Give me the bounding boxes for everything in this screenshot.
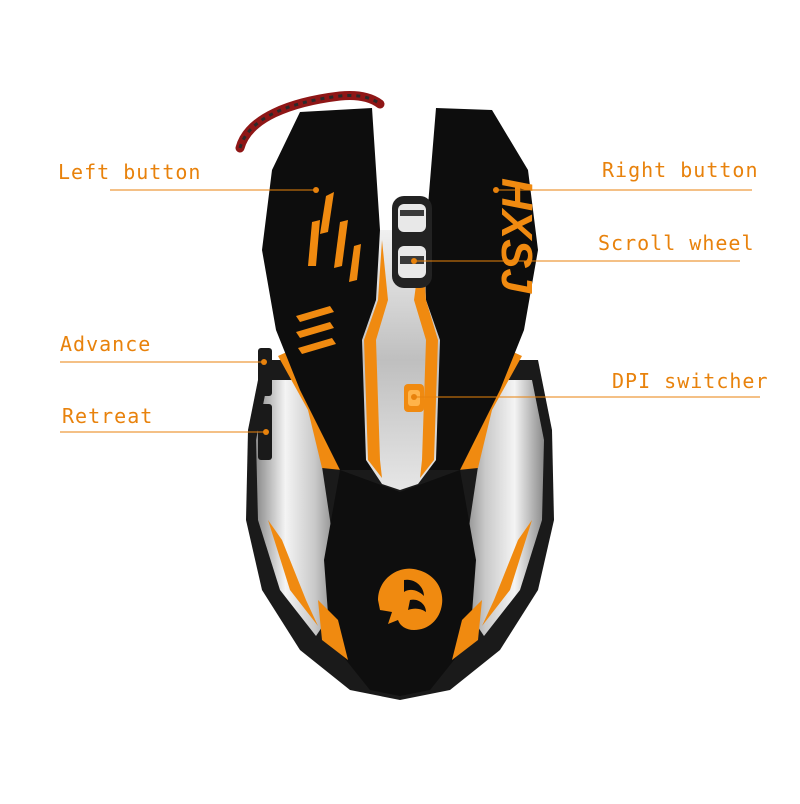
right-button bbox=[412, 108, 538, 470]
claw-marks-decoration bbox=[308, 192, 361, 282]
label-retreat: Retreat bbox=[62, 404, 154, 428]
label-advance: Advance bbox=[60, 332, 152, 356]
callout-lines bbox=[60, 189, 760, 433]
brand-logo-text: HXSJ bbox=[492, 178, 541, 294]
advance-side-button bbox=[258, 348, 272, 396]
label-right-button: Right button bbox=[602, 158, 759, 182]
label-left-button: Left button bbox=[58, 160, 202, 184]
label-dpi-switcher: DPI switcher bbox=[612, 369, 769, 393]
label-scroll-wheel: Scroll wheel bbox=[598, 231, 755, 255]
lion-emblem-icon bbox=[378, 568, 443, 630]
